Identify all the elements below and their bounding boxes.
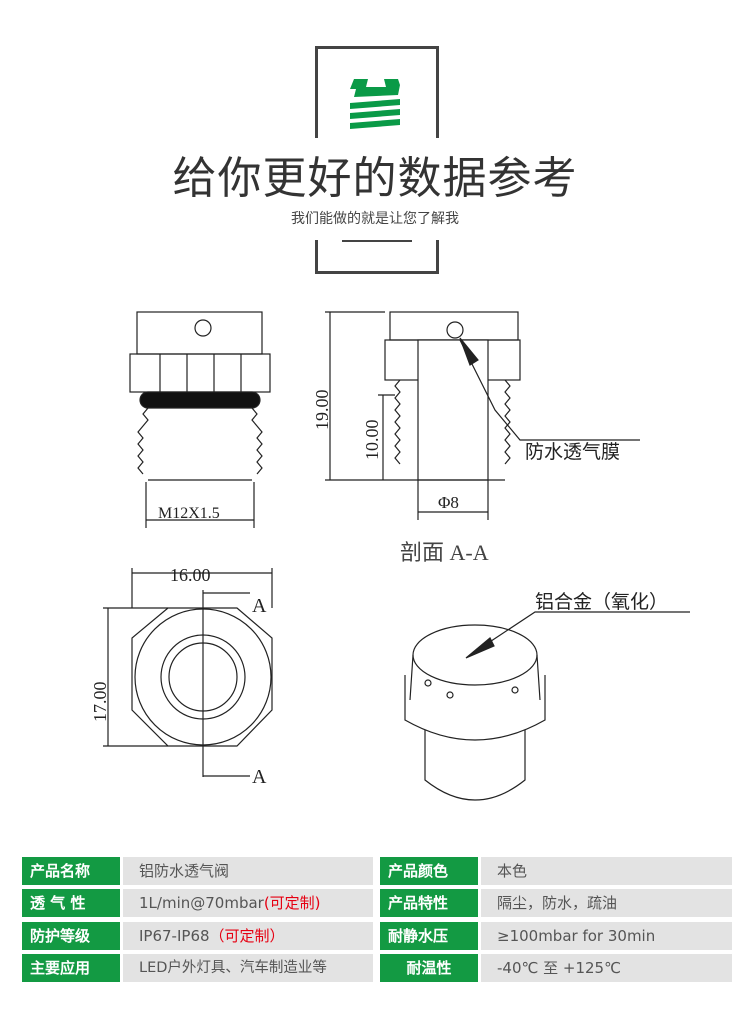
side-view: M12X1.5 [129,311,271,528]
spec-value: -40℃ 至 +125℃ [481,954,732,982]
technical-drawing: M12X1.5 19.00 10.00 Φ8 防水透气膜 剖面 A-A A A … [90,311,690,801]
thread-height-label: 10.00 [362,420,382,461]
spec-value: 本色 [481,857,732,885]
spec-value: ≥100mbar for 30min [481,922,732,950]
spec-label: 主要应用 [22,954,120,982]
section-mark-top: A [252,595,267,617]
depth-label: 17.00 [90,682,110,723]
spec-label: 防护等级 [22,922,120,950]
spec-value: 铝防水透气阀 [123,857,373,885]
section-mark-bottom: A [252,766,267,788]
section-label: 剖面 A-A [400,540,489,565]
spec-value: LED户外灯具、汽车制造业等 [123,954,373,982]
spec-label: 透 气 性 [22,889,120,917]
diameter-label: Φ8 [438,493,459,512]
title-frame-bottom [315,240,439,274]
spec-label: 产品名称 [22,857,120,885]
membrane-label: 防水透气膜 [525,441,620,463]
spec-label: 产品颜色 [380,857,478,885]
spec-label: 产品特性 [380,889,478,917]
spec-label: 耐静水压 [380,922,478,950]
page-subtitle: 我们能做的就是让您了解我 [291,211,459,227]
iso-view: 铝合金（氧化） [404,591,690,801]
brand-logo-icon [350,79,400,129]
title-frame-top [315,46,439,138]
spec-label: 耐温性 [380,954,478,982]
top-view: A A 16.00 17.00 [90,565,273,788]
width-label: 16.00 [170,565,211,585]
divider [342,240,412,242]
page-title: 给你更好的数据参考 [172,153,578,204]
material-label: 铝合金（氧化） [535,591,668,613]
spec-value: IP67-IP68（可定制） [123,922,373,950]
height-label: 19.00 [312,390,332,431]
thread-label: M12X1.5 [158,505,220,522]
section-view: 19.00 10.00 Φ8 防水透气膜 剖面 A-A [312,311,640,565]
spec-value: 1L/min@70mbar(可定制) [123,889,373,917]
spec-value: 隔尘，防水，疏油 [481,889,732,917]
